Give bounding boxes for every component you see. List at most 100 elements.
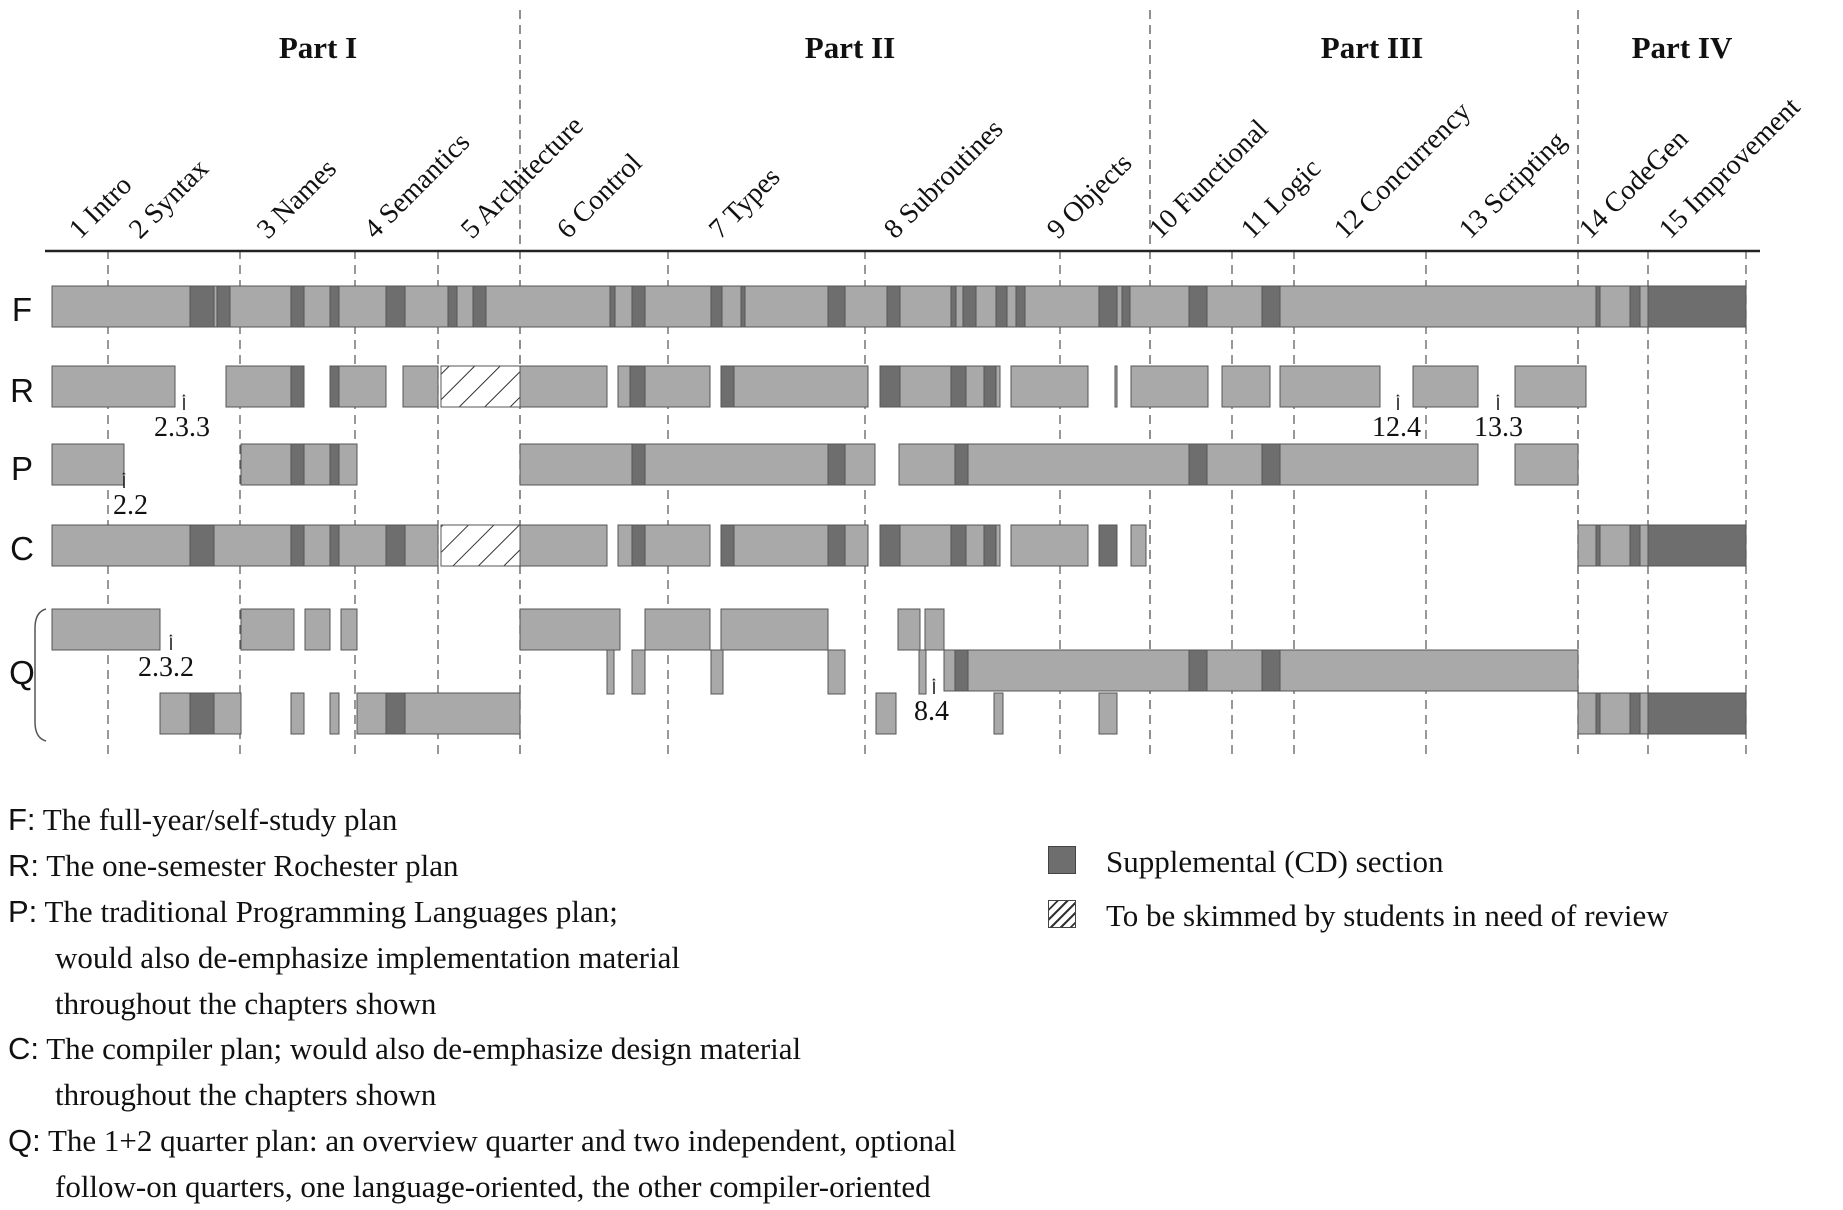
plan-p-line-3: throughout the chapters shown: [55, 986, 437, 1021]
plan-f-row-supplemental: [609, 285, 616, 328]
annotation-2-3-3: 2.3.3: [154, 412, 210, 443]
plan-p-row-supplemental: [1261, 443, 1281, 486]
plan-r-row-supplemental: [720, 365, 735, 408]
plan-q-line-2: follow-on quarters, one language-oriente…: [55, 1169, 931, 1204]
plan-q-compiler-fragment-segment: [993, 692, 1004, 735]
plan-q-compiler-fragment-segment: [329, 692, 340, 735]
plan-f-row-supplemental: [740, 285, 746, 328]
plan-c-row-supplemental: [1098, 524, 1118, 567]
plan-r-description: R: The one-semester Rochester plan: [8, 848, 459, 883]
plan-c-row-segment: [51, 524, 191, 567]
chapter-label-8: 8 Subroutines: [878, 114, 1009, 245]
annotation-13-3: 13.3: [1474, 412, 1523, 443]
row-label-c: C: [10, 530, 34, 567]
q-row-brace: [34, 608, 47, 742]
plan-q-language-row-supplemental: [1261, 649, 1281, 692]
plan-f-row-supplemental: [827, 285, 846, 328]
plan-q-overview-row-segment: [897, 608, 921, 651]
plan-q-compiler-row-supplemental: [1647, 692, 1747, 735]
plan-c-row-supplemental: [720, 524, 735, 567]
plan-q-drop-row-segment: [710, 649, 724, 695]
plan-p-row-segment: [51, 443, 125, 486]
plan-p-row-segment: [1514, 443, 1579, 486]
plan-q-overview-row-segment: [240, 608, 295, 651]
plan-r-row-supplemental: [950, 365, 967, 408]
plan-q-compiler-row-supplemental: [1595, 692, 1601, 735]
plan-r-row-segment: [1221, 365, 1271, 408]
row-label-r: R: [10, 372, 34, 409]
chapter-label-1: 1 Intro: [63, 170, 138, 245]
plan-c-row-segment: [720, 524, 869, 567]
chapter-label-6: 6 Control: [551, 148, 648, 245]
plan-r-row-supplemental: [290, 365, 305, 408]
plan-r-row-segment: [51, 365, 176, 408]
supplemental-swatch: [1048, 846, 1076, 874]
plan-q-drop-row-segment: [606, 649, 615, 695]
plan-c-row-supplemental: [879, 524, 901, 567]
part-title-2: Part II: [805, 30, 895, 65]
plan-r-row-segment: [338, 365, 387, 408]
chapter-label-13: 13 Scripting: [1453, 126, 1572, 245]
legend: F: The full-year/self-study plan R: The …: [8, 802, 1669, 1204]
plan-q-overview-row-segment: [644, 608, 711, 651]
plan-q-compiler-fragment-segment: [1098, 692, 1118, 735]
plan-c-row-supplemental: [983, 524, 997, 567]
part-title-1: Part I: [279, 30, 357, 65]
part-title-4: Part IV: [1632, 30, 1733, 65]
annotation-12-4: 12.4: [1372, 412, 1421, 443]
plan-q-drop-row-segment: [631, 649, 646, 695]
annotation-2-3-2: 2.3.2: [138, 652, 194, 683]
plan-f-row-supplemental: [962, 285, 977, 328]
plan-c-row-segment: [1130, 524, 1147, 567]
plan-f-row-supplemental: [1629, 285, 1641, 328]
plan-c-row-supplemental: [1629, 524, 1641, 567]
plan-r-row-supplemental: [879, 365, 901, 408]
plan-r-row-supplemental: [629, 365, 646, 408]
part-title-3: Part III: [1321, 30, 1423, 65]
plan-c-row-segment: [385, 524, 406, 567]
plan-r-row-segment: [402, 365, 439, 408]
plan-c-row-segment: [213, 524, 305, 567]
plan-q-language-row-segment: [943, 649, 1579, 692]
plan-f-row-supplemental: [189, 285, 215, 328]
plan-c-row-segment: [404, 524, 439, 567]
chapter-label-2: 2 Syntax: [123, 153, 215, 245]
chapter-label-7: 7 Types: [703, 162, 786, 245]
plan-q-overview-row-segment: [720, 608, 829, 651]
chapter-label-3: 3 Names: [251, 153, 343, 245]
plan-f-row-supplemental: [631, 285, 646, 328]
plan-p-row-supplemental: [631, 443, 646, 486]
svg-text:↑: ↑: [931, 675, 938, 690]
plan-f-row-supplemental: [385, 285, 406, 328]
plan-f-row-supplemental: [290, 285, 305, 328]
plan-p-row-segment: [519, 443, 876, 486]
svg-text:↑: ↑: [121, 469, 128, 484]
plan-r-row-segment: [1130, 365, 1209, 408]
svg-text:↑: ↑: [168, 631, 175, 646]
plan-f-row-supplemental: [329, 285, 340, 328]
plan-f-row-supplemental: [472, 285, 487, 328]
plan-q-overview-row-segment: [304, 608, 331, 651]
plan-q-language-row-supplemental: [954, 649, 969, 692]
skim-swatch: [1048, 900, 1076, 928]
annotation-8-4: 8.4: [914, 696, 949, 727]
plan-f-row-supplemental: [1647, 285, 1747, 328]
plan-r-row-supplemental: [983, 365, 997, 408]
plan-f-description: F: The full-year/self-study plan: [8, 802, 398, 837]
row-label-p: P: [11, 450, 33, 487]
svg-text:↑: ↑: [181, 391, 188, 406]
plan-p-row-supplemental: [1188, 443, 1208, 486]
plan-f-row-supplemental: [950, 285, 957, 328]
plan-q-description: Q: The 1+2 quarter plan: an overview qua…: [8, 1123, 957, 1158]
plan-q-language-row-supplemental: [1188, 649, 1208, 692]
plan-q-compiler-fragment-segment: [290, 692, 305, 735]
plan-c-row-segment: [440, 524, 521, 567]
plan-f-row-supplemental: [710, 285, 723, 328]
chapter-label-11: 11 Logic: [1235, 153, 1327, 245]
plan-r-row-segment: [1114, 365, 1118, 408]
plan-p-row-supplemental: [290, 443, 305, 486]
plan-f-row-supplemental: [1098, 285, 1118, 328]
chapter-plan-diagram: Part I Part II Part III Part IV 1 Intro …: [9, 10, 1807, 758]
plan-f-row-supplemental: [447, 285, 458, 328]
plan-f-row-supplemental: [1121, 285, 1131, 328]
